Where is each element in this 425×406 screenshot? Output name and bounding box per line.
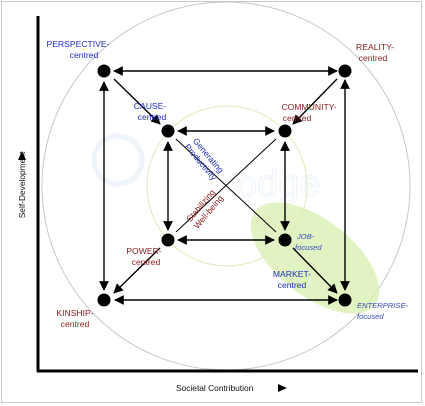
- label-reality: REALITY- centred: [356, 42, 394, 63]
- svg-text:centred: centred: [283, 113, 312, 123]
- inner-circle: [146, 105, 308, 267]
- y-axis-title: Self-Development: [17, 151, 27, 218]
- arrow-power-kinship: [113, 247, 161, 294]
- node-perspective: [97, 64, 111, 78]
- svg-text:REALITY-: REALITY-: [356, 42, 394, 52]
- svg-text:centred: centred: [278, 280, 307, 290]
- x-axis-arrow-icon: [278, 384, 287, 392]
- label-job: JOB- focused: [295, 232, 322, 252]
- svg-text:centred: centred: [61, 319, 90, 329]
- svg-text:POWER-: POWER-: [126, 246, 161, 256]
- svg-text:centred: centred: [70, 50, 99, 60]
- node-community: [278, 124, 292, 138]
- svg-text:KINSHIP-: KINSHIP-: [56, 308, 93, 318]
- svg-text:MARKET-: MARKET-: [273, 269, 311, 279]
- svg-text:COMMUNITY-: COMMUNITY-: [281, 102, 336, 112]
- node-kinship: [97, 293, 111, 307]
- label-market: MARKET- centred: [273, 269, 311, 290]
- label-community: COMMUNITY- centred: [281, 102, 336, 123]
- node-enterprise: [338, 293, 352, 307]
- label-enterprise: ENTERPRISE- focused: [357, 301, 409, 321]
- y-axis-arrow-icon: [18, 151, 26, 160]
- svg-text:focused: focused: [295, 243, 322, 252]
- node-reality: [338, 64, 352, 78]
- node-job: [278, 233, 292, 247]
- svg-text:PERSPECTIVE-: PERSPECTIVE-: [46, 39, 109, 49]
- node-power: [161, 233, 175, 247]
- svg-text:focused: focused: [357, 312, 384, 321]
- svg-text:Self-Development: Self-Development: [17, 151, 27, 218]
- label-perspective: PERSPECTIVE- centred: [46, 39, 109, 60]
- label-cause: CAUSE- centred: [134, 101, 167, 122]
- watermark-text: odge: [236, 163, 321, 205]
- arrow-perspective-cause: [113, 78, 161, 125]
- node-cause: [161, 124, 175, 138]
- svg-text:ENTERPRISE-: ENTERPRISE-: [357, 301, 409, 310]
- svg-text:centred: centred: [138, 112, 167, 122]
- svg-text:JOB-: JOB-: [296, 232, 315, 241]
- label-power: POWER- centred: [126, 246, 161, 267]
- label-kinship: KINSHIP- centred: [56, 308, 93, 329]
- x-axis-title: Societal Contribution: [176, 383, 287, 393]
- svg-text:centred: centred: [132, 257, 161, 267]
- diagonal-community-power: [175, 138, 277, 233]
- label-stabilizing-wellbeing: Stabilizing Well-being: [184, 187, 225, 231]
- svg-text:Societal Contribution: Societal Contribution: [176, 383, 254, 393]
- watermark: odge: [91, 133, 321, 206]
- svg-text:CAUSE-: CAUSE-: [134, 101, 167, 111]
- arrow-job-enterprise: [292, 247, 338, 294]
- arrow-reality-community: [292, 78, 338, 125]
- svg-text:centred: centred: [359, 53, 388, 63]
- label-generating-productivity: Generating Productivity: [183, 136, 226, 183]
